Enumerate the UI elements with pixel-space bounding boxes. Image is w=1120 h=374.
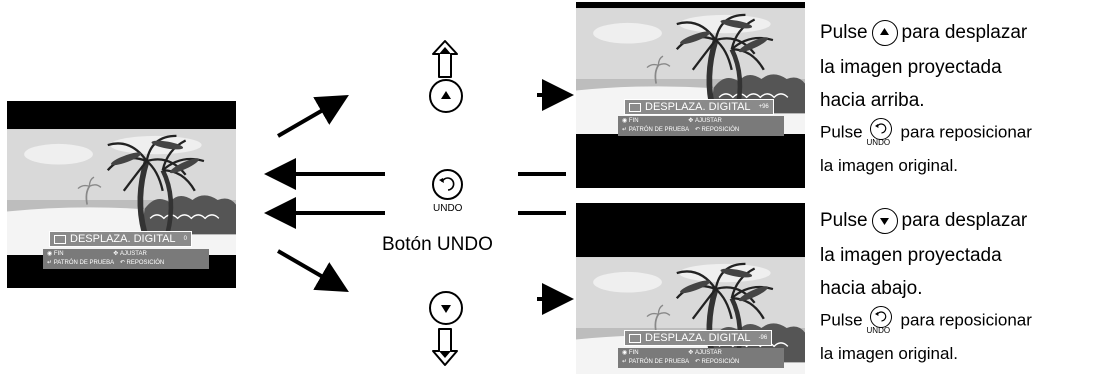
down-arrow-icon	[441, 305, 451, 313]
down-button[interactable]	[429, 291, 463, 325]
inline-undo-button-icon: UNDO	[867, 118, 897, 148]
hollow-down-arrow-icon	[432, 328, 458, 366]
beach-scene-image	[576, 2, 805, 188]
instr-down-line2: la imagen proyectada	[820, 245, 1002, 266]
osd-title-bar: DESPLAZA. DIGITAL 0	[49, 231, 192, 248]
osd-patron: ↵ PATRÓN DE PRUEBA	[47, 260, 115, 266]
osd-shift-icon	[54, 234, 66, 244]
osd-value: +96	[758, 104, 769, 111]
arrow-to-down	[276, 249, 349, 293]
screen-shifted-up: DESPLAZA. DIGITAL +96 ◉ FIN ✥ AJUSTAR ↵ P…	[576, 2, 805, 188]
instr-up-line3: hacia arriba.	[820, 90, 925, 111]
osd-ajustar: ✥ AJUSTAR	[688, 118, 722, 124]
arrow-to-up	[276, 94, 349, 138]
instr-reset-up-line2: la imagen original.	[820, 156, 958, 175]
inline-undo-button-icon: UNDO	[867, 306, 897, 336]
undo-icon	[439, 177, 455, 191]
osd-shift-icon	[629, 333, 641, 343]
beach-scene-image	[576, 203, 805, 374]
osd-reposicion: ↶ REPOSICIÓN	[694, 359, 740, 365]
undo-button-label: Botón UNDO	[382, 234, 493, 255]
up-arrow-icon	[441, 91, 451, 99]
osd-menu: ◉ FIN ✥ AJUSTAR ↵ PATRÓN DE PRUEBA ↶ REP…	[618, 348, 784, 368]
osd-menu: ◉ FIN ✥ AJUSTAR ↵ PATRÓN DE PRUEBA ↶ REP…	[43, 249, 209, 269]
osd-fin: ◉ FIN	[622, 118, 639, 124]
osd-ajustar: ✥ AJUSTAR	[113, 251, 147, 257]
osd-patron: ↵ PATRÓN DE PRUEBA	[622, 127, 690, 133]
osd-title: DESPLAZA. DIGITAL	[645, 101, 751, 113]
osd-title-bar: DESPLAZA. DIGITAL +96	[624, 99, 774, 116]
osd-value: -96	[758, 335, 768, 342]
instr-down-line3: hacia abajo.	[820, 278, 923, 299]
inline-up-button-icon	[871, 20, 898, 46]
osd-menu: ◉ FIN ✥ AJUSTAR ↵ PATRÓN DE PRUEBA ↶ REP…	[618, 116, 784, 136]
osd-patron: ↵ PATRÓN DE PRUEBA	[622, 359, 690, 365]
undo-button-caption: UNDO	[433, 203, 463, 214]
osd-shift-icon	[629, 102, 641, 112]
undo-button[interactable]	[432, 169, 463, 200]
osd-title: DESPLAZA. DIGITAL	[70, 233, 176, 245]
osd-reposicion: ↶ REPOSICIÓN	[694, 127, 740, 133]
hollow-up-arrow-icon	[432, 40, 458, 78]
screen-original: DESPLAZA. DIGITAL 0 ◉ FIN ✥ AJUSTAR ↵ PAT…	[7, 101, 236, 288]
up-button[interactable]	[429, 79, 463, 113]
osd-fin: ◉ FIN	[622, 350, 639, 356]
osd-value: 0	[183, 236, 187, 243]
instr-reset-down-line2: la imagen original.	[820, 344, 958, 363]
osd-title: DESPLAZA. DIGITAL	[645, 332, 751, 344]
osd-title-bar: DESPLAZA. DIGITAL -96	[624, 330, 773, 347]
instr-up-line2: la imagen proyectada	[820, 57, 1002, 78]
osd-reposicion: ↶ REPOSICIÓN	[119, 260, 165, 266]
osd-fin: ◉ FIN	[47, 251, 64, 257]
osd-ajustar: ✥ AJUSTAR	[688, 350, 722, 356]
beach-scene-image	[7, 101, 236, 288]
screen-shifted-down: DESPLAZA. DIGITAL -96 ◉ FIN ✥ AJUSTAR ↵ P…	[576, 203, 805, 374]
inline-down-button-icon	[871, 208, 898, 234]
